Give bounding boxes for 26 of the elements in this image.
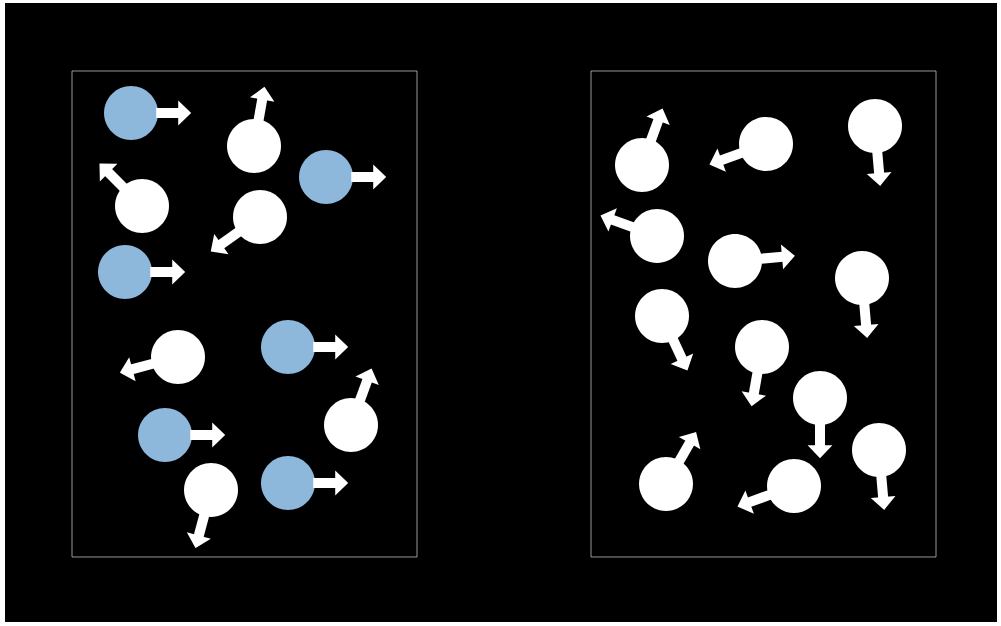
particle-circle (739, 117, 793, 171)
particle-circle (104, 86, 158, 140)
particle-circle (735, 320, 789, 374)
particle-circle (261, 320, 315, 374)
particle-circle (115, 179, 169, 233)
particle-circle (151, 330, 205, 384)
particle-circle (233, 190, 287, 244)
particle-circle (639, 457, 693, 511)
particle-circle (708, 234, 762, 288)
particle-circle (630, 209, 684, 263)
particle-circle (324, 398, 378, 452)
particle-circle (98, 245, 152, 299)
particle-circle (138, 408, 192, 462)
particle-circle (635, 289, 689, 343)
particle-circle (227, 119, 281, 173)
particle-circle (767, 459, 821, 513)
particle-circle (793, 371, 847, 425)
container-box (590, 70, 937, 558)
particle-circle (261, 456, 315, 510)
particle-circle (848, 99, 902, 153)
particle-circle (835, 251, 889, 305)
container-box (71, 70, 418, 558)
particle-circle (184, 463, 238, 517)
particle-circle (615, 138, 669, 192)
particle-circle (852, 423, 906, 477)
particle-circle (299, 150, 353, 204)
